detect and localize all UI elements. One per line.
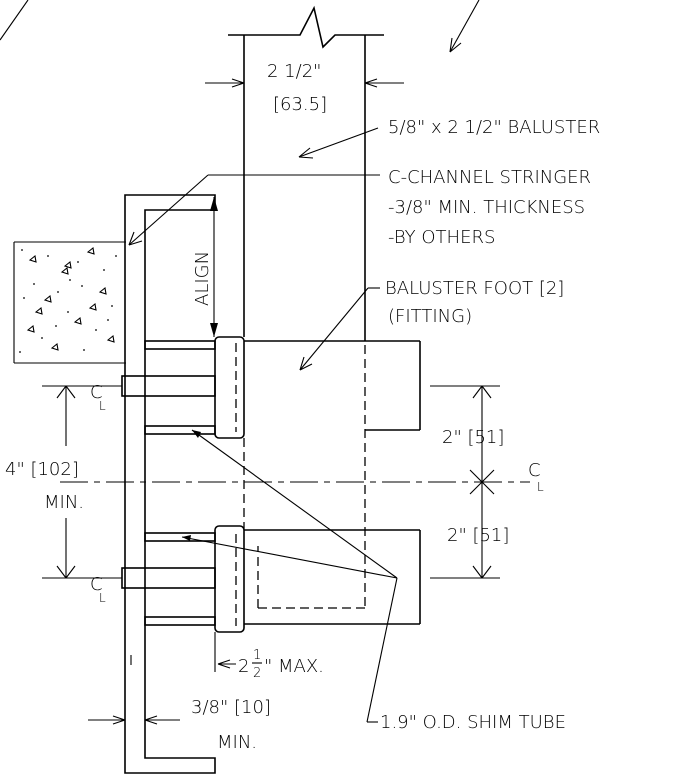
max-gap-suffix: " MAX.: [264, 656, 324, 677]
baluster-foot-leader: [299, 287, 380, 371]
wall-thickness-min-label: MIN.: [217, 732, 257, 753]
wall-thickness-dimension: [88, 655, 180, 725]
centerline-symbol-upper: C L: [90, 382, 106, 413]
centerline-symbol-middle: C L: [528, 460, 544, 494]
baluster-foot-label-line2: (FITTING): [388, 306, 472, 327]
shim-tube-label: 1.9" O.D. SHIM TUBE: [380, 712, 566, 733]
bolt-lower: [121, 567, 216, 589]
concrete-aggregate: [26, 246, 115, 351]
half-spacing-upper-label: 2" [51]: [442, 427, 504, 448]
concrete-tread: [13, 241, 126, 364]
concrete-dots: [19, 249, 117, 353]
svg-text:L: L: [99, 399, 106, 413]
svg-text:C: C: [90, 574, 103, 595]
corner-line-top-left: [0, 0, 29, 41]
baluster-foot-label-line1: BALUSTER FOOT [2]: [385, 278, 564, 299]
baluster-width-mm-label: [63.5]: [273, 94, 327, 115]
dimension-baluster-width: [205, 78, 404, 88]
align-dimension: [210, 197, 218, 337]
wall-thickness-label: 3/8" [10]: [191, 697, 271, 718]
shim-tube-lower: [144, 532, 216, 626]
shim-tube-upper: [144, 340, 216, 435]
max-gap-whole: 2: [238, 656, 249, 677]
baluster-leader: [298, 127, 379, 159]
stringer-leader: [128, 174, 380, 246]
spacing-min-label: MIN.: [44, 492, 84, 513]
stringer-label-line1: C-CHANNEL STRINGER: [388, 167, 591, 188]
shim-tube-leader: [181, 429, 398, 723]
half-spacing-lower-label: 2" [51]: [447, 525, 509, 546]
stringer-label-line2: -3/8" MIN. THICKNESS: [388, 197, 585, 218]
corner-arrow-top-right: [449, 0, 480, 53]
svg-text:L: L: [537, 480, 544, 494]
half-spacing-dimension: [430, 385, 500, 579]
svg-text:L: L: [99, 591, 106, 605]
svg-text:C: C: [528, 460, 541, 481]
spacing-label: 4" [102]: [5, 459, 79, 480]
baluster: [228, 5, 384, 609]
stringer-label-line3: -BY OTHERS: [388, 227, 495, 248]
max-gap-denominator: 2: [253, 666, 261, 681]
bolt-upper: [121, 375, 216, 397]
max-gap-dimension: [214, 632, 236, 672]
align-label: ALIGN: [192, 251, 213, 306]
svg-text:C: C: [90, 382, 103, 403]
baluster-width-label: 2 1/2": [267, 61, 321, 82]
max-gap-numerator: 1: [253, 648, 261, 663]
c-channel-stringer: [124, 194, 216, 774]
baluster-foot-upper: [214, 336, 421, 439]
baluster-label: 5/8" x 2 1/2" BALUSTER: [388, 117, 600, 138]
spacing-dimension: [56, 385, 76, 579]
centerline-symbol-lower: C L: [90, 574, 106, 605]
